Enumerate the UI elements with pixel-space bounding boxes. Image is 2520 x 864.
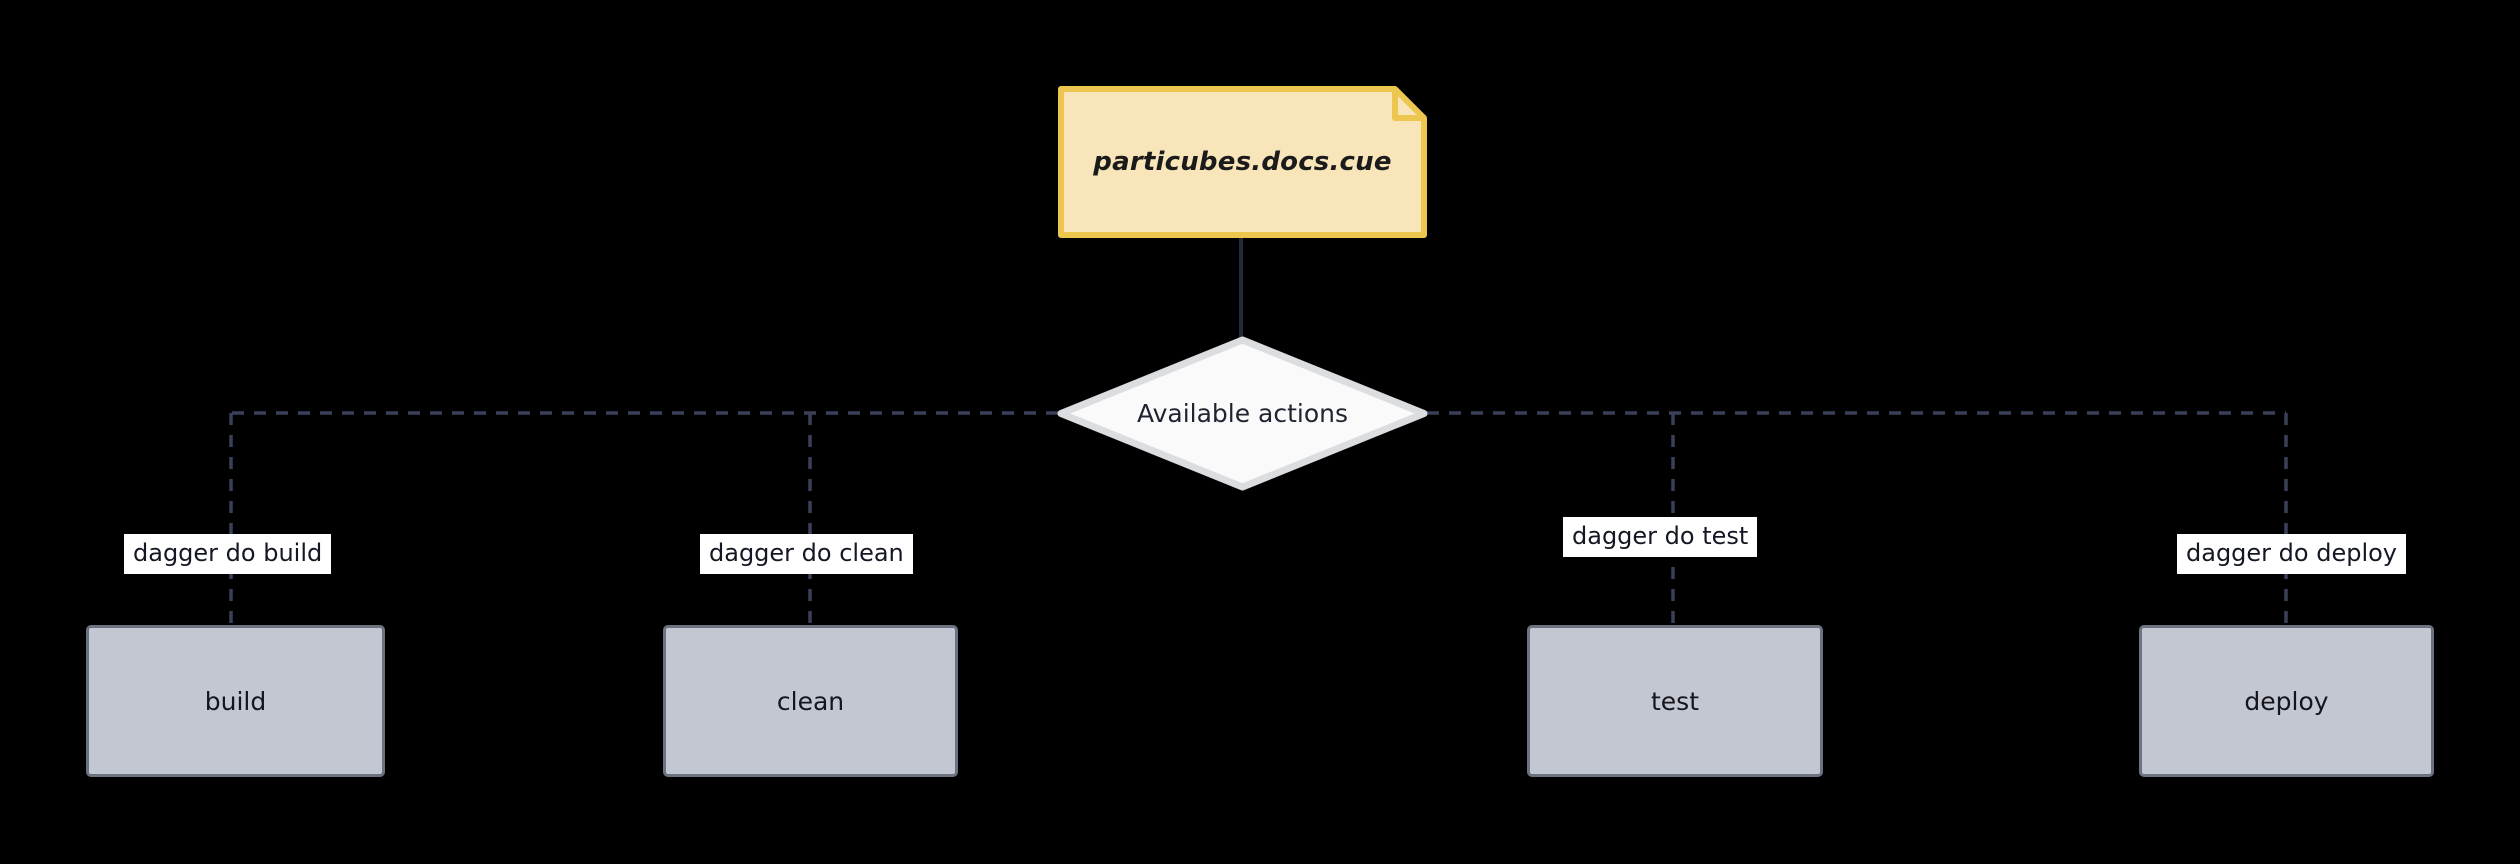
action-node-build[interactable]: build <box>86 625 385 777</box>
edge-label-deploy: dagger do deploy <box>2177 534 2407 574</box>
edge-label-build: dagger do build <box>124 534 332 574</box>
source-file-note-label: particubes.docs.cue <box>1093 147 1392 177</box>
source-file-note[interactable]: particubes.docs.cue <box>1058 86 1427 238</box>
note-shape-icon <box>1058 86 1427 238</box>
action-node-build-label: build <box>204 686 267 716</box>
edge-label-test: dagger do test <box>1563 517 1758 557</box>
action-node-test-label: test <box>1650 686 1699 716</box>
edge-label-clean: dagger do clean <box>700 534 913 574</box>
decision-available-actions[interactable]: Available actions <box>1057 336 1428 491</box>
action-node-clean-label: clean <box>776 686 845 716</box>
action-node-deploy[interactable]: deploy <box>2139 625 2434 777</box>
diamond-shape-icon <box>1057 336 1428 491</box>
action-node-test[interactable]: test <box>1527 625 1823 777</box>
action-node-clean[interactable]: clean <box>663 625 958 777</box>
action-node-deploy-label: deploy <box>2244 686 2329 716</box>
decision-label: Available actions <box>1136 399 1349 428</box>
